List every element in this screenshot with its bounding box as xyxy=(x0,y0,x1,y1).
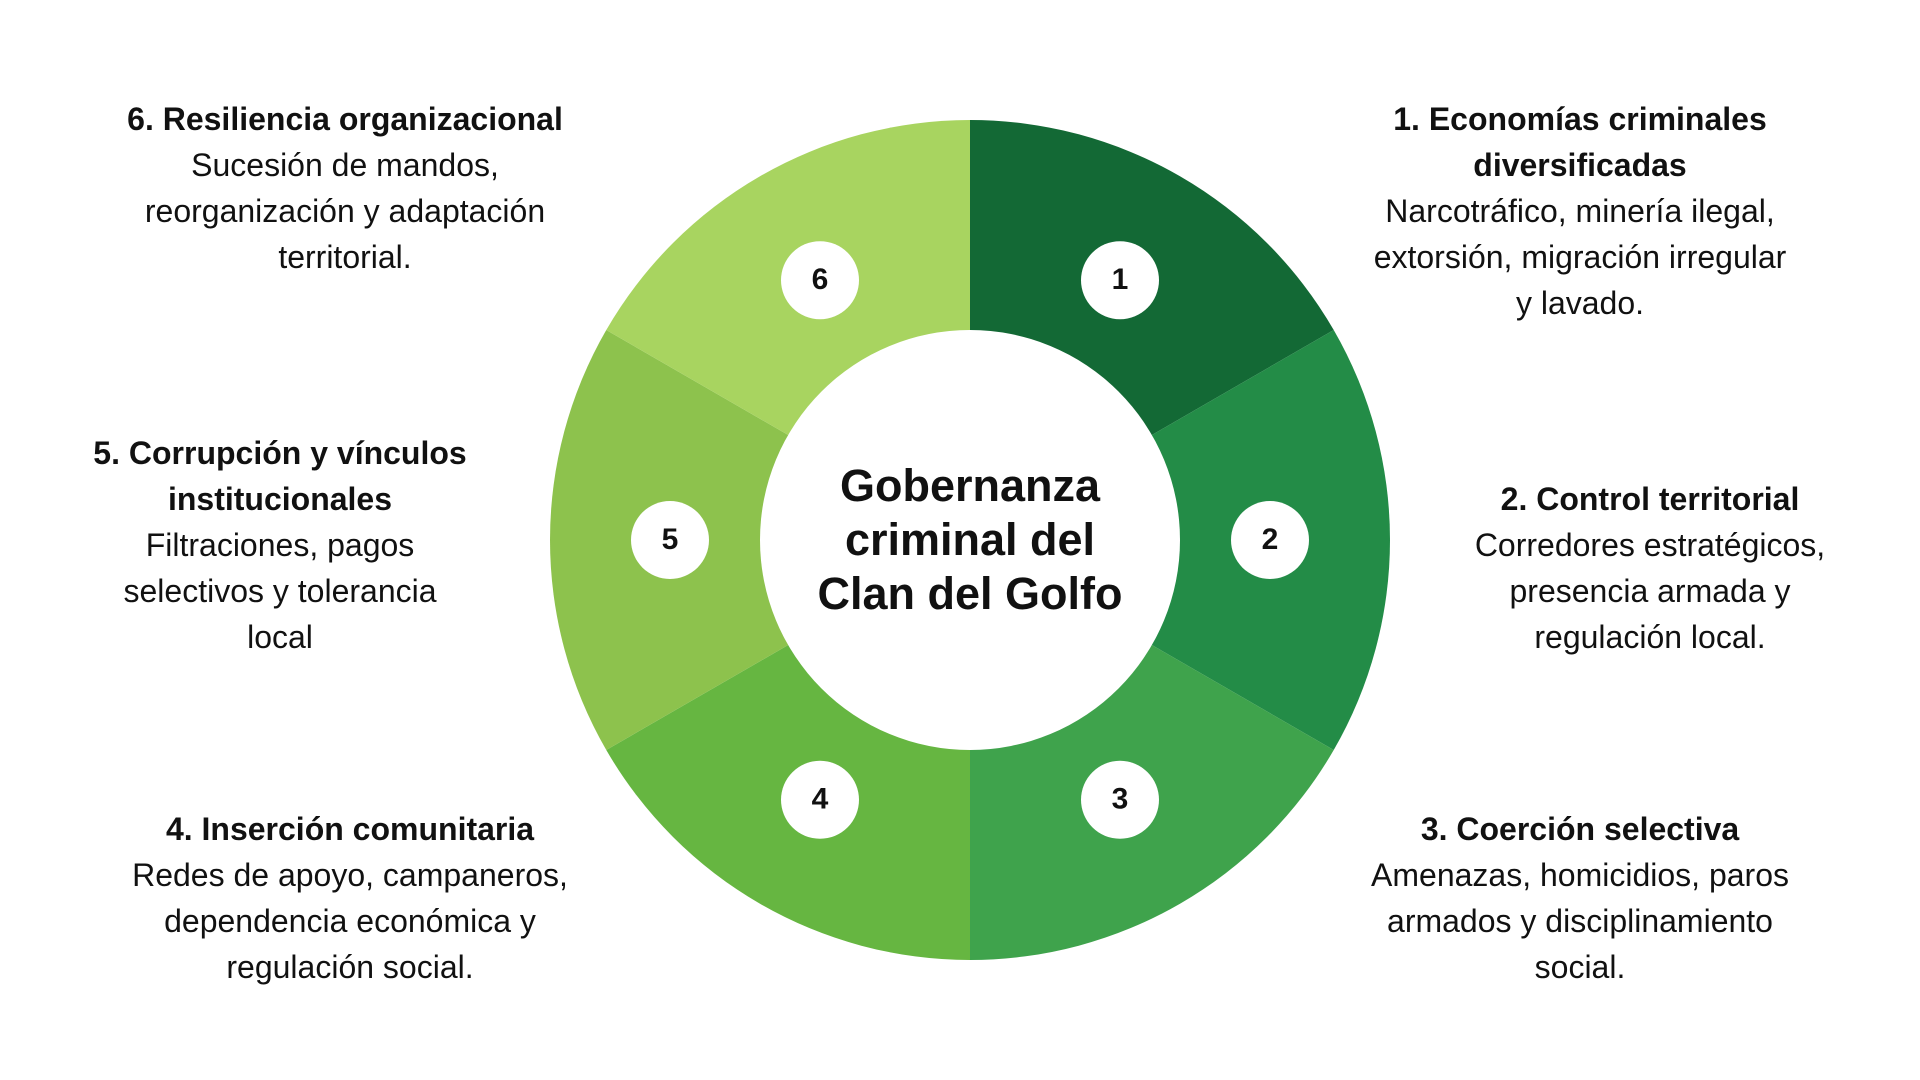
block-corrupcion-vinculos: 5. Corrupción y vínculos institucionales… xyxy=(40,430,520,660)
block-2-heading-line-1: 2. Control territorial xyxy=(1500,481,1800,517)
block-4-description: Redes de apoyo, campaneros, dependencia … xyxy=(100,852,600,990)
block-2-desc-line-3: regulación local. xyxy=(1534,619,1766,655)
block-2-description: Corredores estratégicos, presencia armad… xyxy=(1400,522,1900,660)
number-badge-circle xyxy=(781,241,859,320)
block-economias-criminales: 1. Economías criminales diversificadas N… xyxy=(1330,96,1830,326)
number-badge-circle xyxy=(781,760,859,839)
block-5-description: Filtraciones, pagos selectivos y toleran… xyxy=(40,522,520,660)
number-badge-6: 6 xyxy=(781,241,859,320)
block-1-heading-line-2: diversificadas xyxy=(1473,147,1687,183)
number-badge-circle xyxy=(631,501,709,579)
block-6-desc-line-3: territorial. xyxy=(278,239,412,275)
block-3-desc-line-3: social. xyxy=(1534,949,1626,985)
number-badge-label: 2 xyxy=(1262,523,1279,556)
number-badge-label: 3 xyxy=(1112,783,1129,816)
number-badge-circle xyxy=(1081,760,1159,839)
block-6-heading: 6. Resiliencia organizacional xyxy=(85,96,605,142)
block-3-heading: 3. Coerción selectiva xyxy=(1330,806,1830,852)
number-badge-2: 2 xyxy=(1231,501,1309,579)
block-1-heading: 1. Economías criminales diversificadas xyxy=(1330,96,1830,188)
block-1-desc-line-1: Narcotráfico, minería ilegal, xyxy=(1385,193,1775,229)
block-3-desc-line-1: Amenazas, homicidios, paros xyxy=(1371,857,1789,893)
center-title-line-1: Gobernanza xyxy=(839,460,1101,511)
center-title: Gobernanza criminal del Clan del Golfo xyxy=(770,440,1170,640)
center-title-line-3: Clan del Golfo xyxy=(817,568,1123,619)
block-coercion-selectiva: 3. Coerción selectiva Amenazas, homicidi… xyxy=(1330,806,1830,990)
number-badge-4: 4 xyxy=(781,760,859,839)
block-4-desc-line-2: dependencia económica y xyxy=(164,903,536,939)
center-title-line-2: criminal del xyxy=(844,514,1096,565)
block-3-heading-line-1: 3. Coerción selectiva xyxy=(1420,811,1740,847)
number-badge-5: 5 xyxy=(631,501,709,579)
number-badges: 1 2 3 4 5 6 xyxy=(631,241,1309,839)
block-resiliencia-organizacional: 6. Resiliencia organizacional Sucesión d… xyxy=(85,96,605,280)
block-2-heading: 2. Control territorial xyxy=(1400,476,1900,522)
block-control-territorial: 2. Control territorial Corredores estrat… xyxy=(1400,476,1900,660)
block-1-desc-line-2: extorsión, migración irregular xyxy=(1373,239,1787,275)
number-badge-1: 1 xyxy=(1081,241,1159,320)
block-insercion-comunitaria: 4. Inserción comunitaria Redes de apoyo,… xyxy=(100,806,600,990)
number-badge-3: 3 xyxy=(1081,760,1159,839)
number-badge-label: 5 xyxy=(662,523,679,556)
block-6-description: Sucesión de mandos, reorganización y ada… xyxy=(85,142,605,280)
number-badge-label: 4 xyxy=(812,783,829,816)
block-5-heading-line-1: 5. Corrupción y vínculos xyxy=(93,435,467,471)
block-5-desc-line-3: local xyxy=(247,619,313,655)
block-5-heading-line-2: institucionales xyxy=(167,481,393,517)
block-3-description: Amenazas, homicidios, paros armados y di… xyxy=(1330,852,1830,990)
block-6-desc-line-1: Sucesión de mandos, xyxy=(191,147,499,183)
number-badge-label: 1 xyxy=(1112,263,1129,296)
block-1-description: Narcotráfico, minería ilegal, extorsión,… xyxy=(1330,188,1830,326)
block-6-heading-line-1: 6. Resiliencia organizacional xyxy=(127,101,563,137)
number-badge-circle xyxy=(1081,241,1159,320)
block-1-desc-line-3: y lavado. xyxy=(1515,285,1645,321)
center-circle xyxy=(760,330,1180,750)
block-5-desc-line-1: Filtraciones, pagos xyxy=(145,527,415,563)
block-4-desc-line-3: regulación social. xyxy=(226,949,474,985)
block-2-desc-line-1: Corredores estratégicos, xyxy=(1474,527,1826,563)
block-2-desc-line-2: presencia armada y xyxy=(1509,573,1791,609)
block-3-desc-line-2: armados y disciplinamiento xyxy=(1387,903,1773,939)
block-4-desc-line-1: Redes de apoyo, campaneros, xyxy=(132,857,568,893)
number-badge-label: 6 xyxy=(812,263,829,296)
block-4-heading-line-1: 4. Inserción comunitaria xyxy=(165,811,535,847)
block-4-heading: 4. Inserción comunitaria xyxy=(100,806,600,852)
block-1-heading-line-1: 1. Economías criminales xyxy=(1393,101,1767,137)
block-5-heading: 5. Corrupción y vínculos institucionales xyxy=(40,430,520,522)
block-5-desc-line-2: selectivos y tolerancia xyxy=(123,573,437,609)
number-badge-circle xyxy=(1231,501,1309,579)
block-6-desc-line-2: reorganización y adaptación xyxy=(144,193,546,229)
